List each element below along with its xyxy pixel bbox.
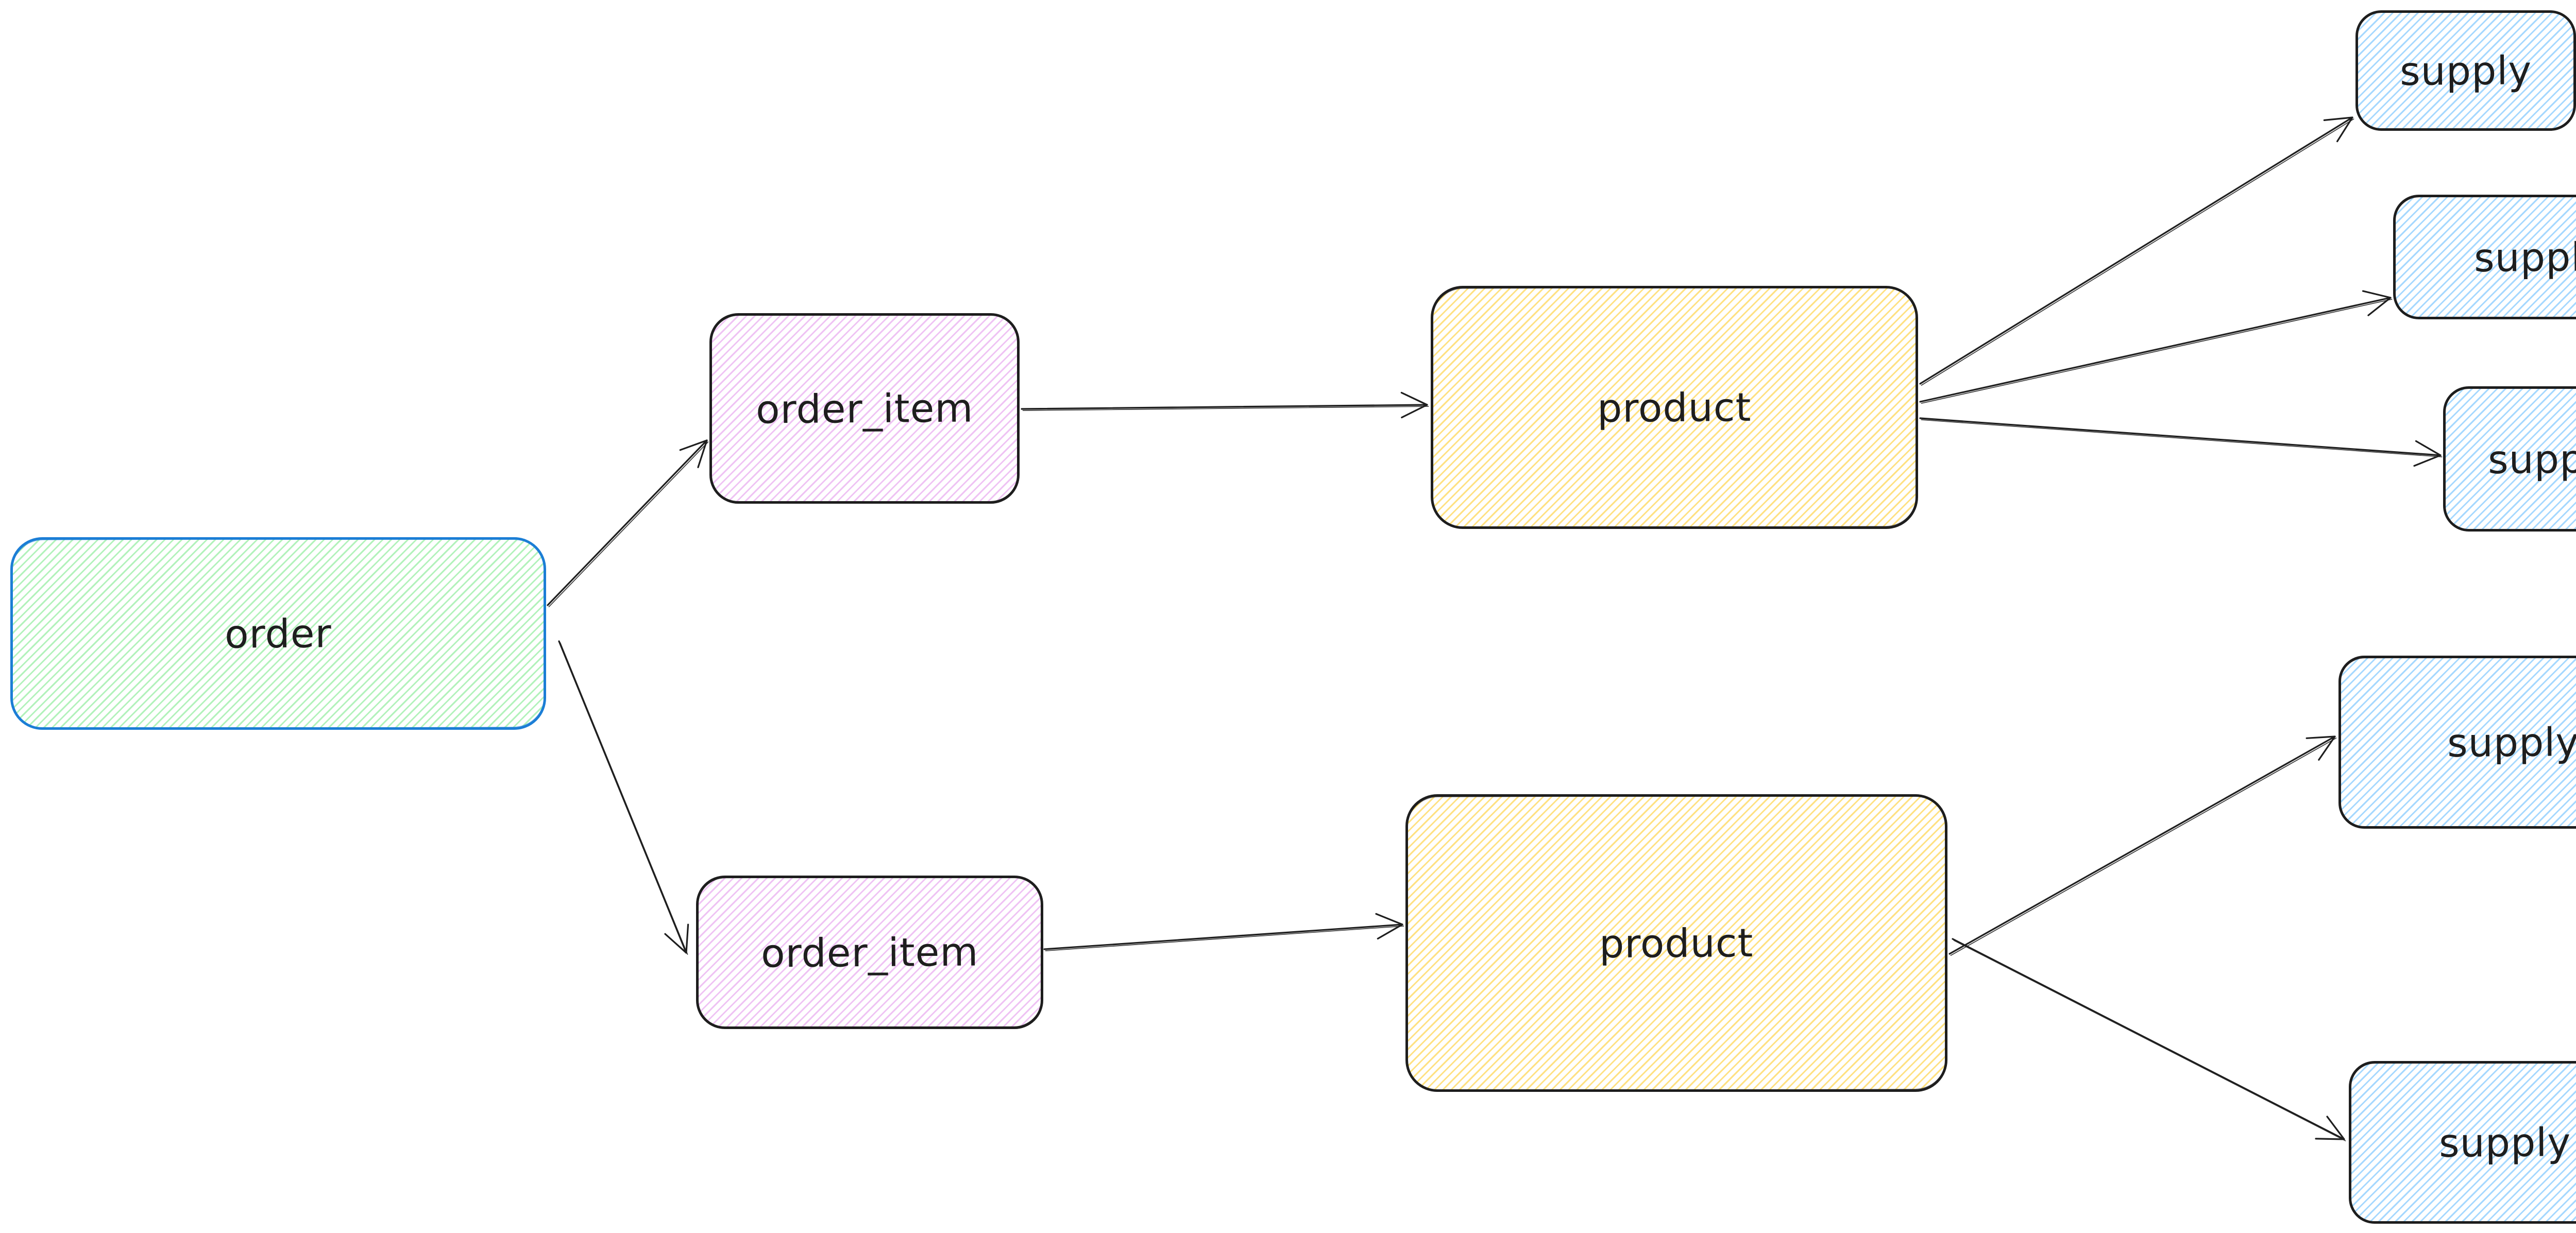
edge-line: [1021, 404, 1428, 410]
node-label: supply: [2487, 435, 2576, 483]
edge-line: [1950, 738, 2337, 956]
node-supply_5[interactable]: supply: [2349, 1061, 2576, 1224]
arrowhead-icon: [2315, 1116, 2345, 1140]
edge-product_top-to-supply_2[interactable]: [1919, 290, 2393, 404]
edge-line: [1919, 417, 2442, 456]
node-supply_3[interactable]: supply: [2443, 386, 2576, 532]
arrowhead-icon: [2323, 116, 2353, 143]
node-product_top[interactable]: product: [1431, 286, 1918, 529]
node-label: supply: [2473, 233, 2576, 281]
edge-order_item_bottom-to-product_bottom[interactable]: [1043, 913, 1404, 951]
edge-product_bottom-to-supply_4[interactable]: [1948, 735, 2337, 956]
node-label: supply: [2438, 1119, 2571, 1166]
node-label: supply: [2447, 718, 2576, 766]
node-order_item_top[interactable]: order_item: [709, 313, 1020, 504]
node-supply_4[interactable]: supply: [2338, 656, 2576, 829]
node-supply_2[interactable]: supply: [2393, 195, 2576, 319]
edge-line: [558, 640, 687, 954]
node-label: order: [224, 610, 332, 657]
edge-line: [1921, 118, 2354, 386]
edge-product_top-to-supply_1[interactable]: [1919, 116, 2354, 386]
node-label: order_item: [755, 385, 974, 432]
arrowhead-icon: [1375, 913, 1403, 940]
edge-product_top-to-supply_3[interactable]: [1919, 417, 2443, 467]
edge-line: [1948, 735, 2336, 955]
arrowhead-icon: [2362, 290, 2392, 316]
edge-line: [1952, 938, 2345, 1140]
edge-line: [560, 642, 688, 955]
arrowhead-icon: [679, 439, 708, 468]
node-label: product: [1597, 384, 1752, 431]
edge-product_bottom-to-supply_5[interactable]: [1952, 938, 2346, 1141]
arrowhead-icon: [1400, 391, 1428, 419]
edge-order_item_top-to-product_top[interactable]: [1021, 391, 1429, 419]
edge-line: [1919, 116, 2353, 385]
edge-line: [548, 441, 709, 607]
arrowhead-icon: [664, 923, 689, 954]
edge-order-to-order_item_top[interactable]: [547, 439, 709, 607]
arrowhead-icon: [2306, 735, 2336, 761]
edge-line: [1919, 297, 2392, 403]
edge-line: [1921, 299, 2393, 404]
edge-line: [1045, 926, 1404, 951]
node-product_bottom[interactable]: product: [1405, 794, 1947, 1092]
node-supply_1[interactable]: supply: [2355, 10, 2576, 131]
arrowhead-icon: [2413, 440, 2442, 467]
edge-order-to-order_item_bottom[interactable]: [558, 640, 689, 955]
node-order[interactable]: order: [10, 537, 546, 730]
node-label: product: [1599, 919, 1754, 967]
edge-line: [1043, 923, 1403, 950]
edge-line: [1921, 419, 2443, 457]
node-label: order_item: [760, 929, 979, 976]
node-order_item_bottom[interactable]: order_item: [696, 876, 1043, 1029]
edge-line: [1953, 940, 2346, 1141]
node-label: supply: [2399, 47, 2532, 94]
edge-line: [1022, 406, 1429, 411]
edge-line: [547, 439, 708, 606]
